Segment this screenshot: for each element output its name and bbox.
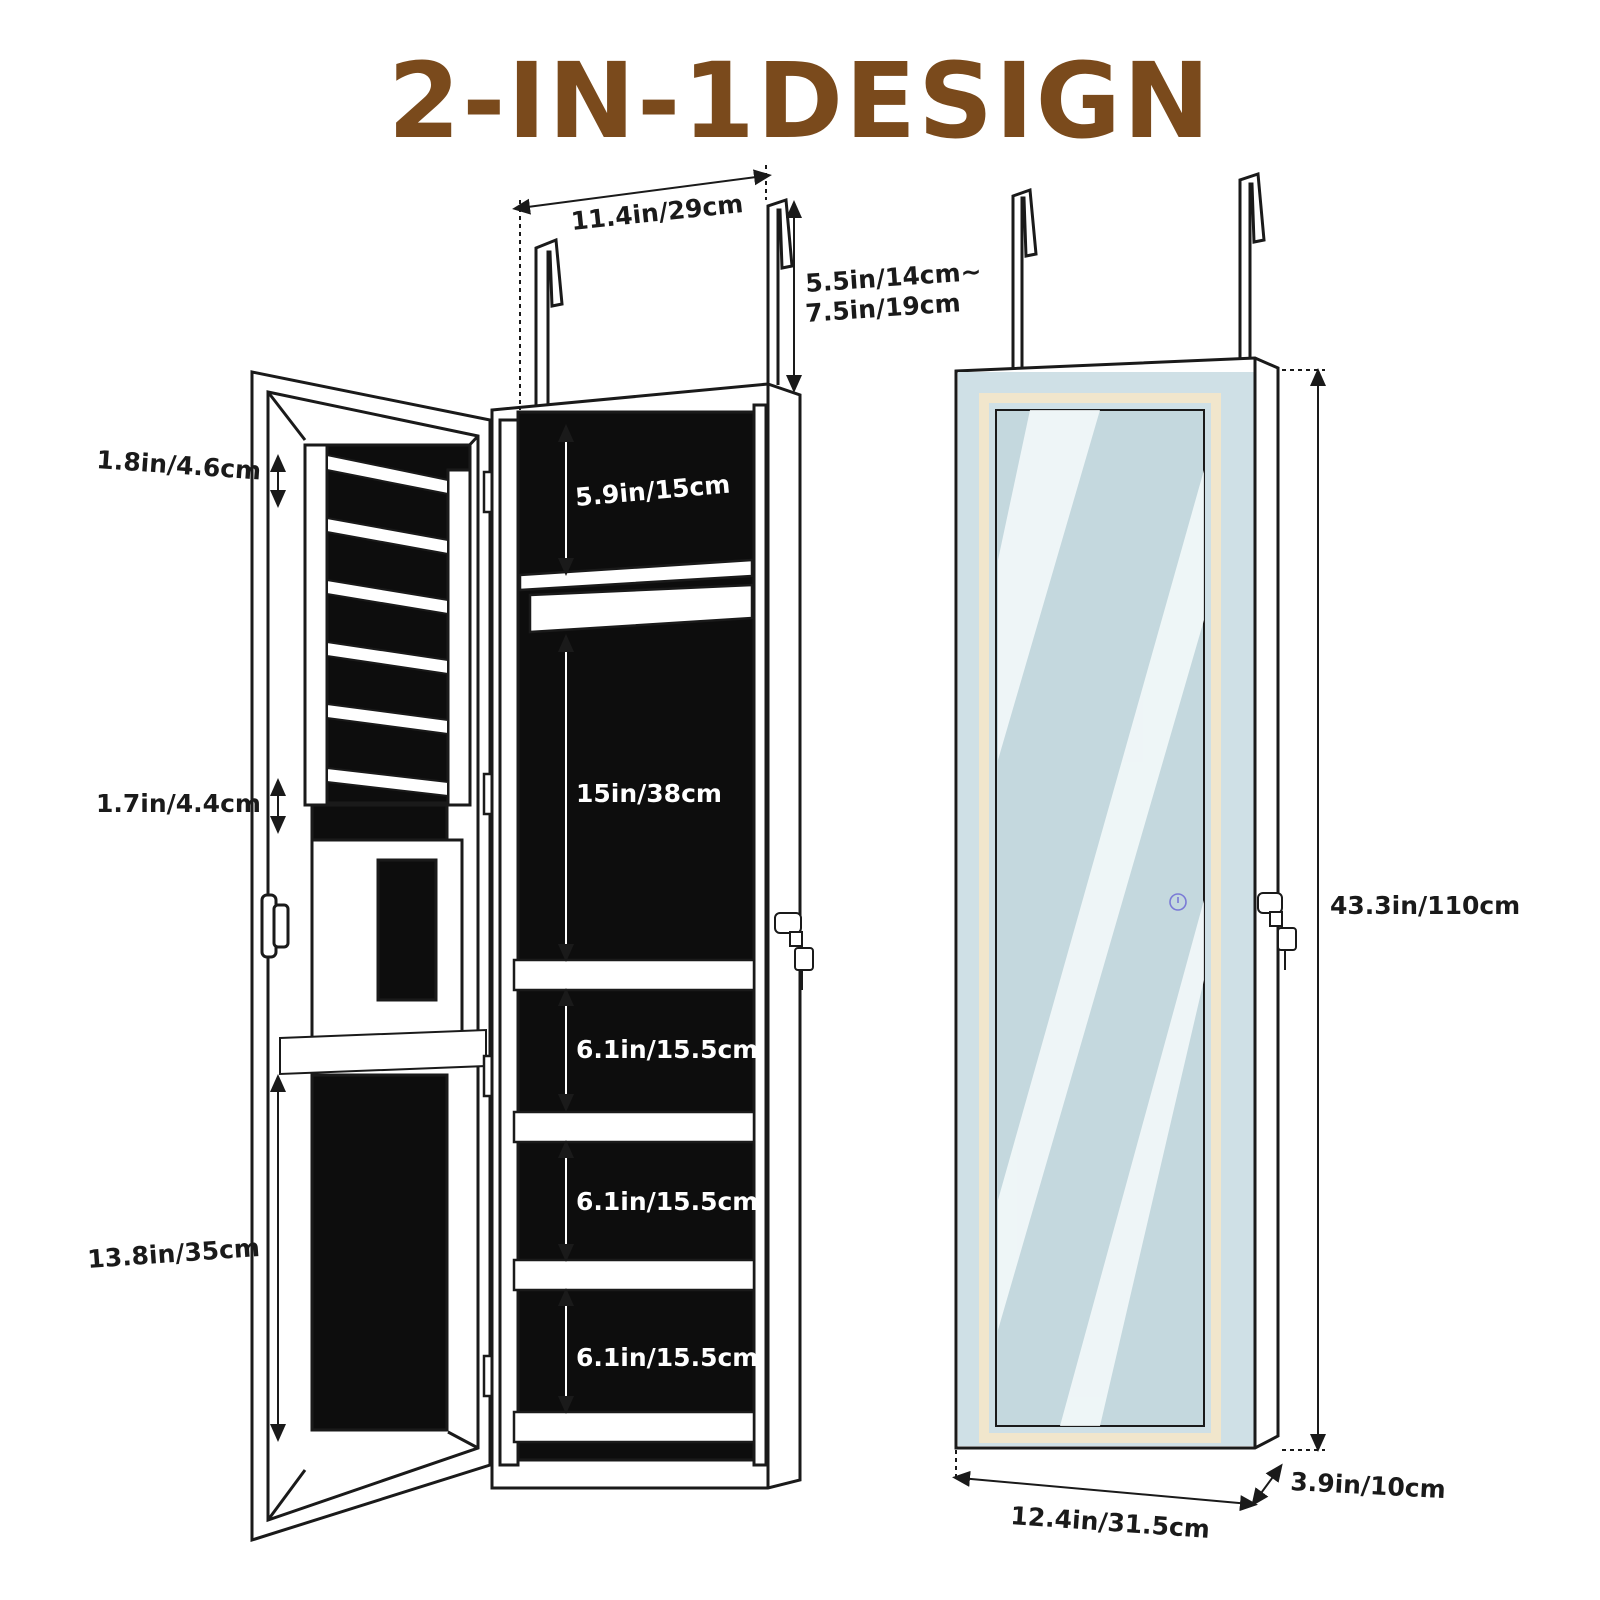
dim-door-lower: 13.8in/35cm [86, 1233, 260, 1274]
open-door [250, 370, 492, 1543]
padlock-icon [1257, 892, 1297, 970]
mini-mirror [376, 858, 438, 1002]
hook-icon [1011, 187, 1038, 370]
hook-icon [534, 237, 564, 415]
dim-shelf-1: 6.1in/15.5cm [576, 1035, 758, 1064]
dim-middle-compartment: 15in/38cm [576, 779, 722, 808]
dim-depth: 3.9in/10cm [1290, 1467, 1447, 1504]
hook-icon [1238, 171, 1266, 358]
shelf [512, 1410, 756, 1444]
shelf [512, 1258, 756, 1292]
led-frame [979, 393, 1221, 1443]
power-touch-icon [1169, 893, 1187, 911]
cabinet-body [490, 382, 814, 1490]
right-hooks [1011, 171, 1266, 370]
dim-door-ring-spacing: 1.8in/4.6cm [96, 445, 263, 485]
page-title: 2-IN-1DESIGN [387, 40, 1213, 162]
mirror-front [954, 356, 1297, 1450]
door-lower-storage [310, 1073, 449, 1432]
ring-rack [303, 443, 472, 805]
hook-icon [766, 197, 794, 385]
earring-bar [279, 1028, 487, 1076]
shelf [518, 558, 754, 592]
shelf [512, 958, 756, 992]
padlock-icon [774, 912, 814, 990]
dim-height: 43.3in/110cm [1330, 891, 1520, 920]
dim-shelf-3: 6.1in/15.5cm [576, 1343, 758, 1372]
shelf [512, 1110, 756, 1144]
dim-top-width: 11.4in/29cm [570, 189, 745, 236]
dimension-lines [270, 165, 1326, 1512]
dim-shelf-2: 6.1in/15.5cm [576, 1187, 758, 1216]
dim-width: 12.4in/31.5cm [1010, 1501, 1211, 1544]
necklace-bar [528, 583, 754, 634]
dim-door-gap: 1.7in/4.4cm [96, 789, 261, 818]
